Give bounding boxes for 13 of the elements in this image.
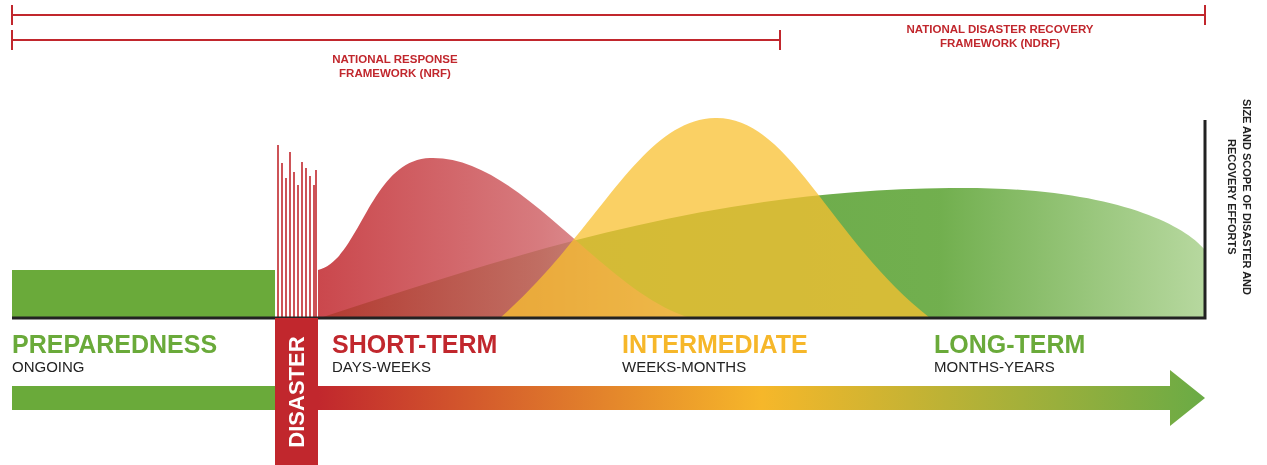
phase-heading: SHORT-TERM (332, 330, 498, 358)
phase-duration: DAYS-WEEKS (332, 358, 432, 376)
phase-heading: LONG-TERM (934, 330, 1086, 358)
disaster-band (275, 318, 318, 465)
axis-label: SIZE AND SCOPE OF DISASTER AND RECOVERY EFFORTS (1225, 98, 1254, 297)
phase-heading: PREPAREDNESS (12, 330, 218, 358)
phase-duration: ONGOING (12, 358, 86, 376)
bracket-label: NATIONAL DISASTER RECOVERY FRAMEWORK (NDRF) (905, 22, 1095, 50)
phase-duration: MONTHS-YEARS (934, 358, 1056, 376)
phase-duration: WEEKS-MONTHS (622, 358, 748, 376)
phase-heading: INTERMEDIATE (622, 330, 808, 358)
disaster-label: DISASTER (283, 335, 310, 448)
bracket-label: NATIONAL RESPONSE FRAMEWORK (NRF) (331, 52, 459, 80)
